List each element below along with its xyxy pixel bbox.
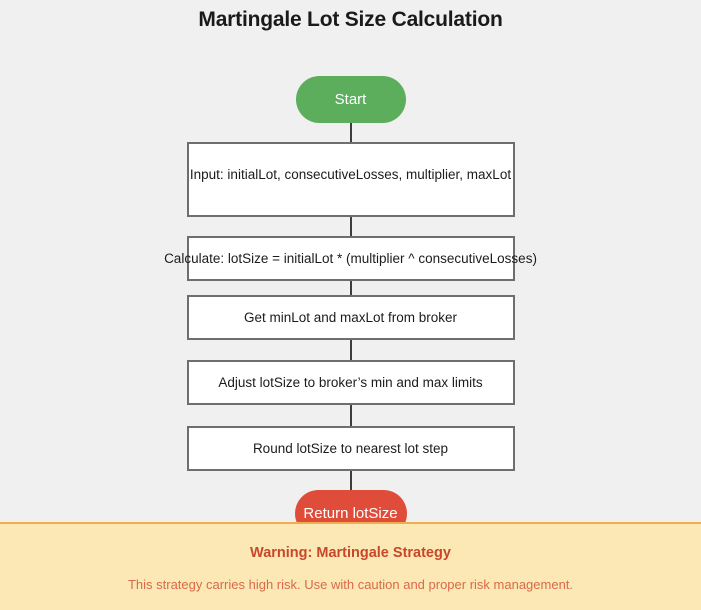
warning-title: Warning: Martingale Strategy <box>250 545 451 561</box>
flow-node-return-label: Return lotSize <box>303 505 398 522</box>
connector-line <box>349 281 352 299</box>
flow-node-round-lotsize-label: Round lotSize to nearest lot step <box>252 440 449 456</box>
flowchart-diagram: Start Input: initialLot, consecutiveLoss… <box>0 32 701 537</box>
connector-line <box>349 340 352 364</box>
flow-node-adjust-lotsize: Adjust lotSize to broker’s min and max l… <box>186 360 515 405</box>
flow-node-get-broker-limits: Get minLot and maxLot from broker <box>186 295 515 340</box>
flow-node-input: Input: initialLot, consecutiveLosses, mu… <box>186 142 515 217</box>
flow-node-calculate-label: Calculate: lotSize = initialLot * (multi… <box>164 250 537 266</box>
flow-node-get-broker-limits-label: Get minLot and maxLot from broker <box>243 309 458 325</box>
flow-node-round-lotsize: Round lotSize to nearest lot step <box>186 426 515 471</box>
flow-node-input-label: Input: initialLot, consecutiveLosses, mu… <box>189 167 512 182</box>
flow-node-adjust-lotsize-label: Adjust lotSize to broker’s min and max l… <box>218 374 483 390</box>
page-title: Martingale Lot Size Calculation <box>198 8 503 31</box>
flow-node-start-label: Start <box>334 91 367 108</box>
connector-line <box>349 471 352 496</box>
flow-node-start: Start <box>295 76 406 123</box>
warning-banner: Warning: Martingale Strategy This strate… <box>0 522 701 610</box>
flow-node-calculate: Calculate: lotSize = initialLot * (multi… <box>164 236 537 281</box>
connector-line <box>349 405 352 430</box>
connector-line <box>349 217 352 240</box>
connector-line <box>349 123 352 146</box>
warning-text: This strategy carries high risk. Use wit… <box>127 577 574 592</box>
